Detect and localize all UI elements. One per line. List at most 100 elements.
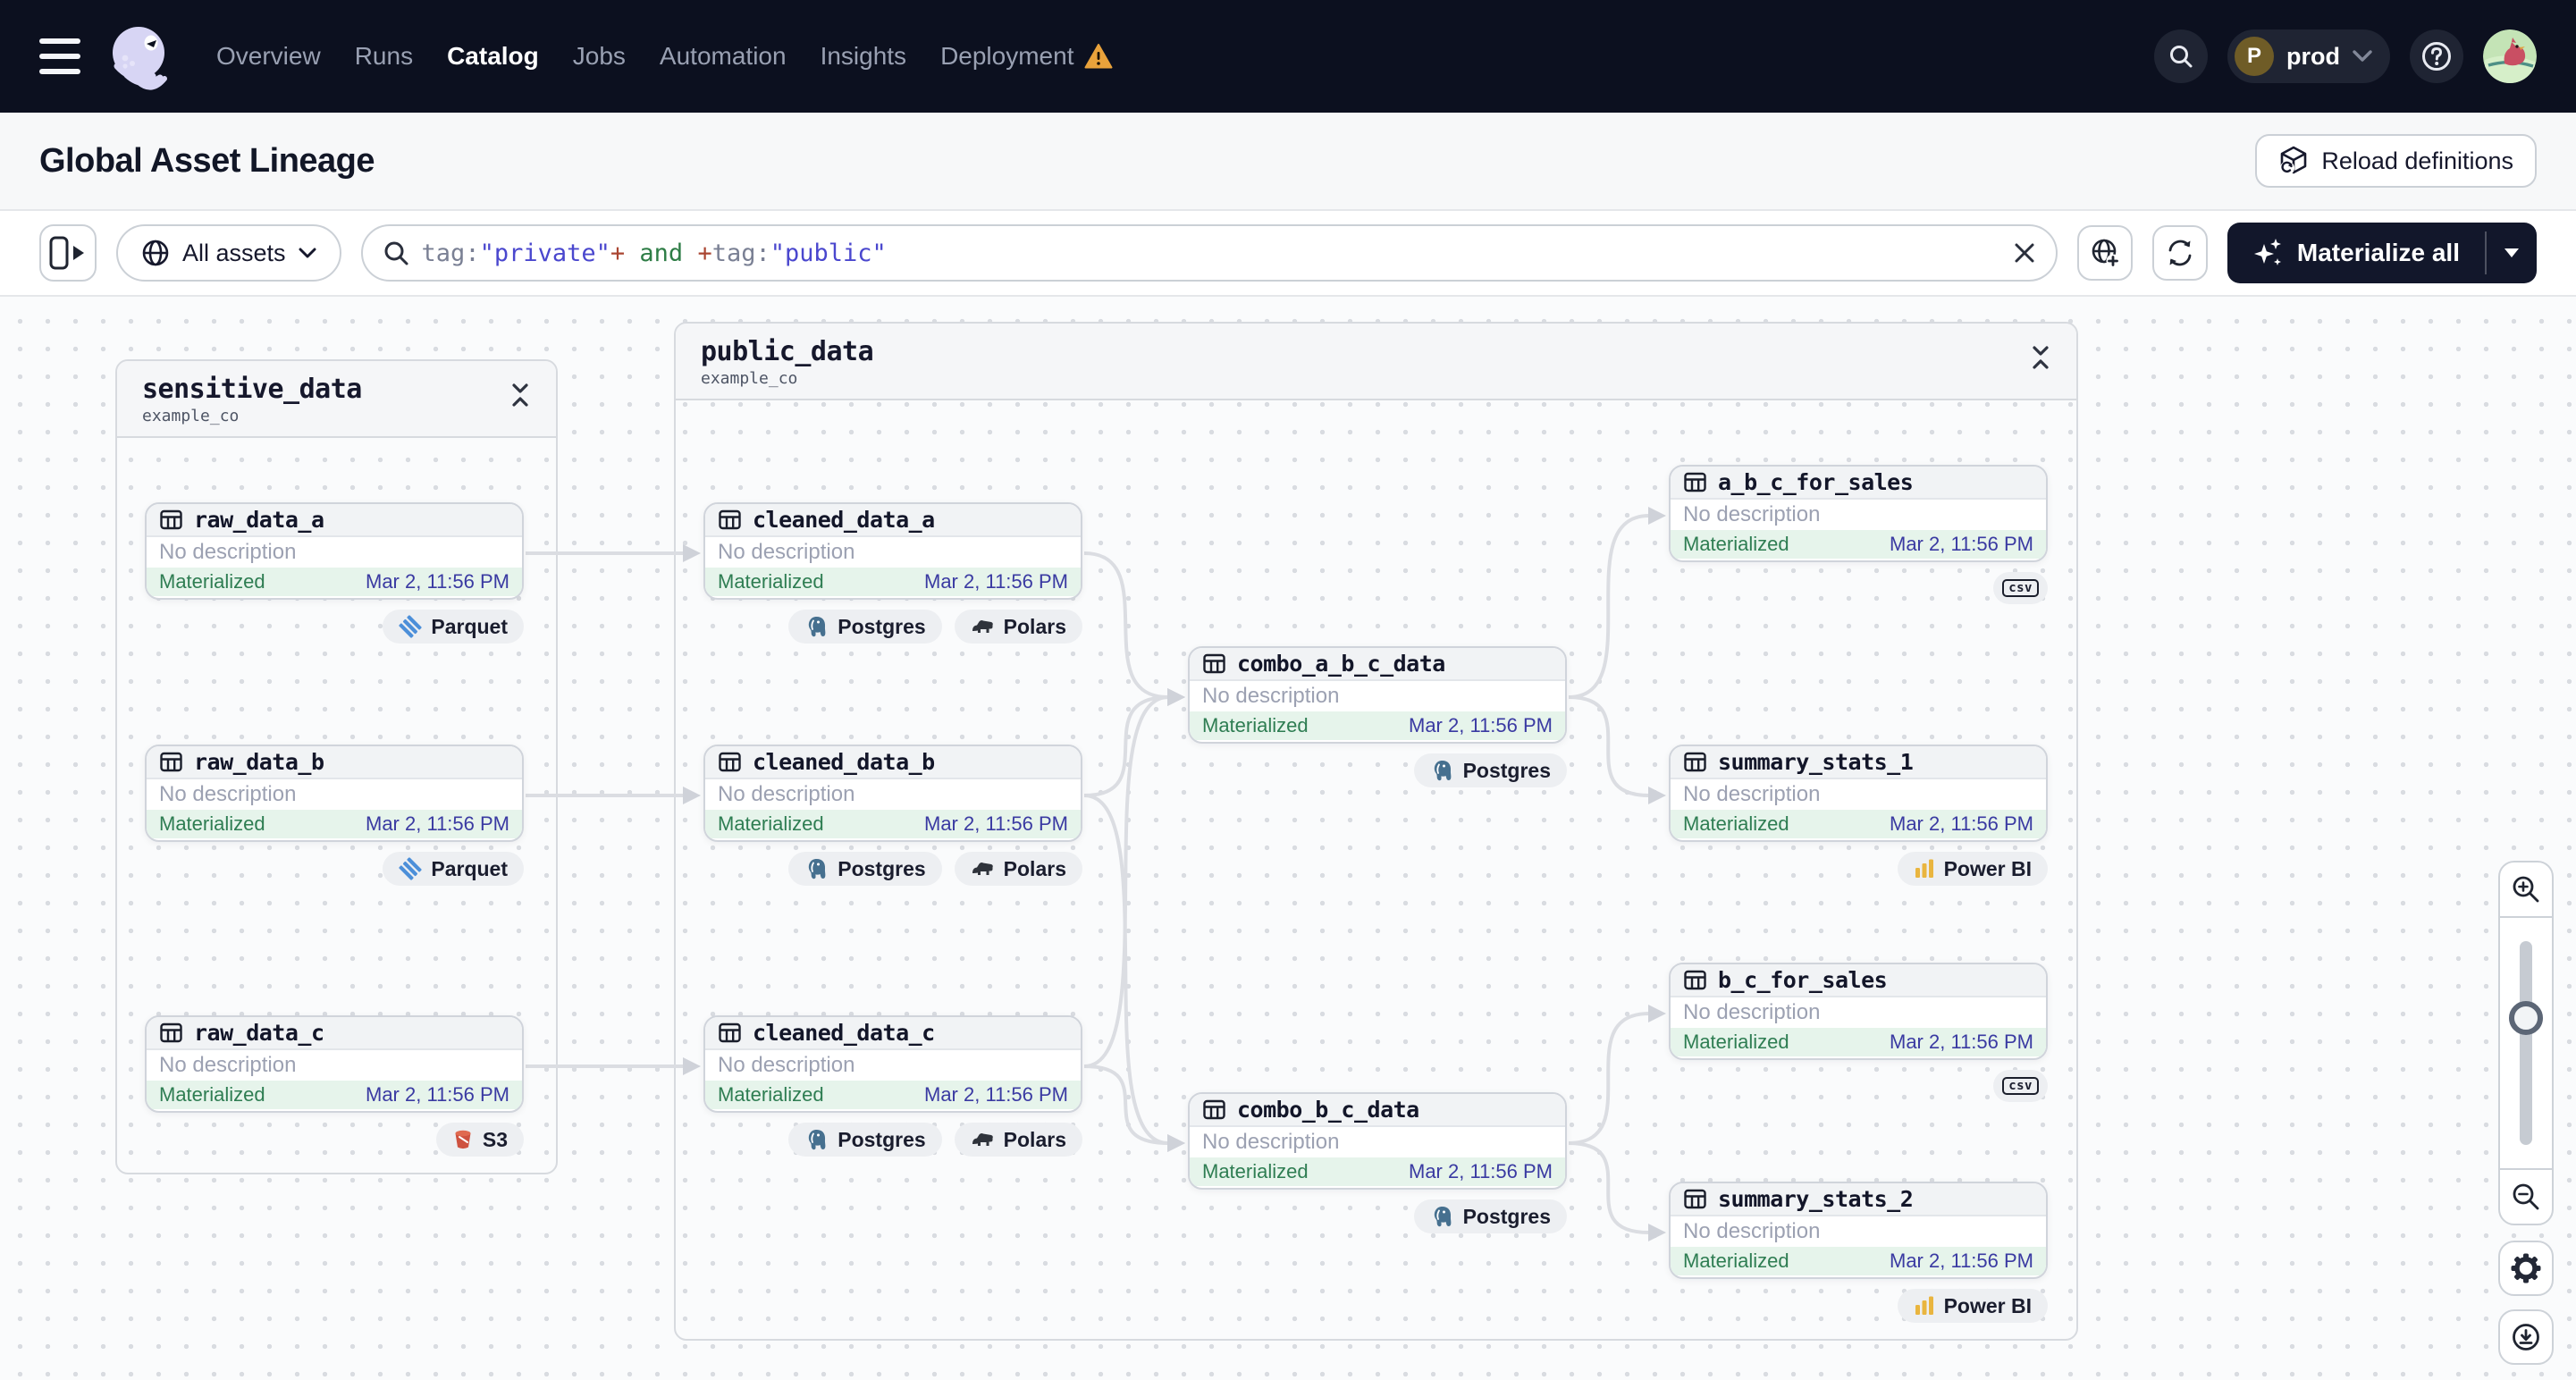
zoom-out-button[interactable] xyxy=(2500,1170,2552,1224)
collapse-icon xyxy=(512,383,528,407)
asset-search-input[interactable]: tag:"private"+ and +tag:"public" xyxy=(360,224,2058,282)
help-button[interactable] xyxy=(2410,29,2463,83)
asset-node-raw_data_a[interactable]: raw_data_a No description Materialized M… xyxy=(145,502,524,600)
table-icon xyxy=(1203,653,1225,674)
clear-search-button[interactable] xyxy=(2013,241,2036,265)
hamburger-menu-icon[interactable] xyxy=(39,38,80,74)
tag-label: Postgres xyxy=(838,614,926,638)
refresh-icon xyxy=(2168,240,2192,266)
asset-node-header: raw_data_b xyxy=(147,746,522,779)
collapse-group-button[interactable] xyxy=(504,379,536,411)
asset-node-header: cleaned_data_b xyxy=(705,746,1081,779)
query-token: tag: xyxy=(711,239,770,267)
nav-item-runs[interactable]: Runs xyxy=(354,42,414,70)
asset-status-bar: Materialized Mar 2, 11:56 PM xyxy=(1190,711,1565,740)
parquet-icon xyxy=(399,857,422,880)
materialization-timestamp: Mar 2, 11:56 PM xyxy=(1409,714,1553,736)
asset-tag-row: Postgres xyxy=(1188,753,1567,787)
collapse-group-button[interactable] xyxy=(2025,341,2057,374)
materialize-all-button[interactable]: Materialize all xyxy=(2227,223,2537,283)
asset-description: No description xyxy=(1202,1130,1340,1154)
reload-definitions-button[interactable]: Reload definitions xyxy=(2255,134,2537,188)
asset-node-combo_b_c_data[interactable]: combo_b_c_data No description Materializ… xyxy=(1188,1092,1567,1190)
deployment-switcher[interactable]: P prod xyxy=(2227,29,2390,83)
global-search-button[interactable] xyxy=(2154,29,2208,83)
query-token: "private" xyxy=(479,239,610,267)
asset-tag-row: Postgres Polars xyxy=(703,610,1082,644)
polars-icon xyxy=(972,1132,993,1146)
asset-node-header: cleaned_data_a xyxy=(705,504,1081,537)
sparkles-icon xyxy=(2253,239,2281,265)
asset-node-b_c_for_sales[interactable]: b_c_for_sales No description Materialize… xyxy=(1669,963,2048,1060)
tag-postgres: Postgres xyxy=(788,1123,942,1157)
materialize-options-caret[interactable] xyxy=(2487,223,2537,283)
asset-name: b_c_for_sales xyxy=(1718,967,1888,993)
tag-postgres: Postgres xyxy=(788,852,942,886)
zoom-slider[interactable] xyxy=(2500,916,2552,1170)
nav-item-deployment[interactable]: Deployment xyxy=(940,42,1113,71)
zoom-in-button[interactable] xyxy=(2500,862,2552,916)
tag-label: Postgres xyxy=(1462,758,1551,782)
gear-icon xyxy=(2511,1253,2541,1283)
asset-node-cleaned_data_b[interactable]: cleaned_data_b No description Materializ… xyxy=(703,745,1082,842)
nav-item-automation[interactable]: Automation xyxy=(659,42,787,70)
status-badge: Materialized xyxy=(1683,812,1789,835)
asset-node-summary_stats_2[interactable]: summary_stats_2 No description Materiali… xyxy=(1669,1182,2048,1279)
asset-node-a_b_c_for_sales[interactable]: a_b_c_for_sales No description Materiali… xyxy=(1669,465,2048,562)
asset-name: raw_data_c xyxy=(194,1020,324,1046)
materialization-timestamp: Mar 2, 11:56 PM xyxy=(366,812,509,835)
zoom-slider-track[interactable] xyxy=(2520,941,2532,1145)
zoom-slider-thumb[interactable] xyxy=(2509,1001,2543,1035)
tag-polars: Polars xyxy=(954,610,1082,644)
csv-icon: csv xyxy=(2002,1077,2039,1095)
asset-node-header: combo_b_c_data xyxy=(1190,1094,1565,1127)
asset-description: No description xyxy=(1683,782,1821,806)
dagster-logo[interactable] xyxy=(105,22,173,90)
asset-description: No description xyxy=(718,540,855,564)
nav-item-overview[interactable]: Overview xyxy=(216,42,321,70)
tag-label: Postgres xyxy=(838,856,926,880)
asset-node-combo_a_b_c_data[interactable]: combo_a_b_c_data No description Material… xyxy=(1188,646,1567,744)
asset-tag-row: Power BI xyxy=(1669,852,2048,886)
graph-settings-button[interactable] xyxy=(2498,1241,2554,1296)
asset-scope-dropdown[interactable]: All assets xyxy=(116,224,341,282)
tag-postgres: Postgres xyxy=(1413,1199,1567,1233)
open-panel-icon xyxy=(49,236,84,270)
close-icon xyxy=(2015,243,2034,263)
asset-node-raw_data_c[interactable]: raw_data_c No description Materialized M… xyxy=(145,1015,524,1113)
asset-node-cleaned_data_c[interactable]: cleaned_data_c No description Materializ… xyxy=(703,1015,1082,1113)
toggle-sidebar-button[interactable] xyxy=(39,224,97,282)
warning-icon xyxy=(1084,44,1113,69)
nav-item-insights[interactable]: Insights xyxy=(820,42,907,70)
group-header[interactable]: sensitive_data example_co xyxy=(117,361,556,438)
tag-postgres: Postgres xyxy=(1413,753,1567,787)
user-avatar[interactable] xyxy=(2483,29,2537,83)
asset-name: combo_a_b_c_data xyxy=(1237,651,1445,677)
materialization-timestamp: Mar 2, 11:56 PM xyxy=(1890,1250,2033,1272)
asset-node-header: raw_data_a xyxy=(147,504,522,537)
nav-item-catalog[interactable]: Catalog xyxy=(447,42,539,70)
asset-node-raw_data_b[interactable]: raw_data_b No description Materialized M… xyxy=(145,745,524,842)
filter-scope-button[interactable] xyxy=(2076,225,2133,281)
asset-node-cleaned_data_a[interactable]: cleaned_data_a No description Materializ… xyxy=(703,502,1082,600)
asset-name: combo_b_c_data xyxy=(1237,1097,1419,1123)
nav-item-jobs[interactable]: Jobs xyxy=(572,42,626,70)
asset-node-summary_stats_1[interactable]: summary_stats_1 No description Materiali… xyxy=(1669,745,2048,842)
postgres-icon xyxy=(809,858,826,879)
refresh-button[interactable] xyxy=(2151,225,2208,281)
asset-scope-label: All assets xyxy=(182,239,286,266)
tag-label: Polars xyxy=(1003,1127,1066,1151)
tag-label: Postgres xyxy=(1462,1204,1551,1228)
asset-tag-row: Power BI xyxy=(1669,1289,2048,1323)
group-header[interactable]: public_data example_co xyxy=(676,324,2076,400)
asset-tag-row: S3 xyxy=(145,1123,524,1157)
tag-powerbi: Power BI xyxy=(1897,1289,2048,1323)
postgres-icon xyxy=(1434,1206,1451,1226)
asset-description: No description xyxy=(718,1053,855,1077)
polars-icon xyxy=(972,862,993,875)
materialize-all-main[interactable]: Materialize all xyxy=(2227,223,2485,283)
download-image-button[interactable] xyxy=(2498,1309,2554,1365)
status-badge: Materialized xyxy=(1202,1160,1309,1182)
lineage-canvas[interactable]: sensitive_data example_co public_data ex… xyxy=(0,297,2576,1380)
status-badge: Materialized xyxy=(1683,1031,1789,1053)
